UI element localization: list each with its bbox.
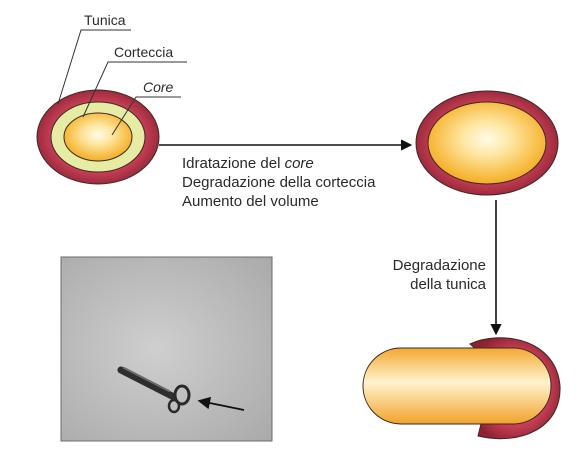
micrograph-bacillus	[117, 366, 176, 400]
micrograph	[60, 256, 273, 442]
tunica-label: Tunica	[84, 12, 126, 28]
tunica-leader-line	[57, 29, 131, 105]
vegetative-rod	[362, 347, 552, 425]
dormant-spore	[36, 89, 160, 185]
step1-line1: Idratazione del core	[182, 155, 314, 172]
core-leader-line	[111, 96, 181, 136]
micrograph-arrow	[197, 396, 245, 411]
corteccia-leader-line	[82, 61, 187, 118]
step1-line2: Degradazione della corteccia	[182, 174, 376, 191]
core-layer-2	[427, 101, 547, 185]
core-label: Core	[143, 79, 174, 95]
micrograph-spore-coat	[173, 384, 191, 406]
germinating-cell	[362, 337, 561, 440]
corteccia-label: Corteccia	[114, 44, 173, 60]
step2-line2: della tunica	[410, 276, 487, 293]
hydrated-spore	[415, 90, 559, 196]
step1-line3: Aumento del volume	[182, 193, 319, 210]
micrograph-bacillus-highlight	[123, 367, 170, 392]
micrograph-spore-coat-2	[167, 398, 181, 414]
step2-line1: Degradazione	[393, 257, 486, 274]
core-layer	[63, 112, 133, 162]
micrograph-frame	[60, 256, 273, 442]
